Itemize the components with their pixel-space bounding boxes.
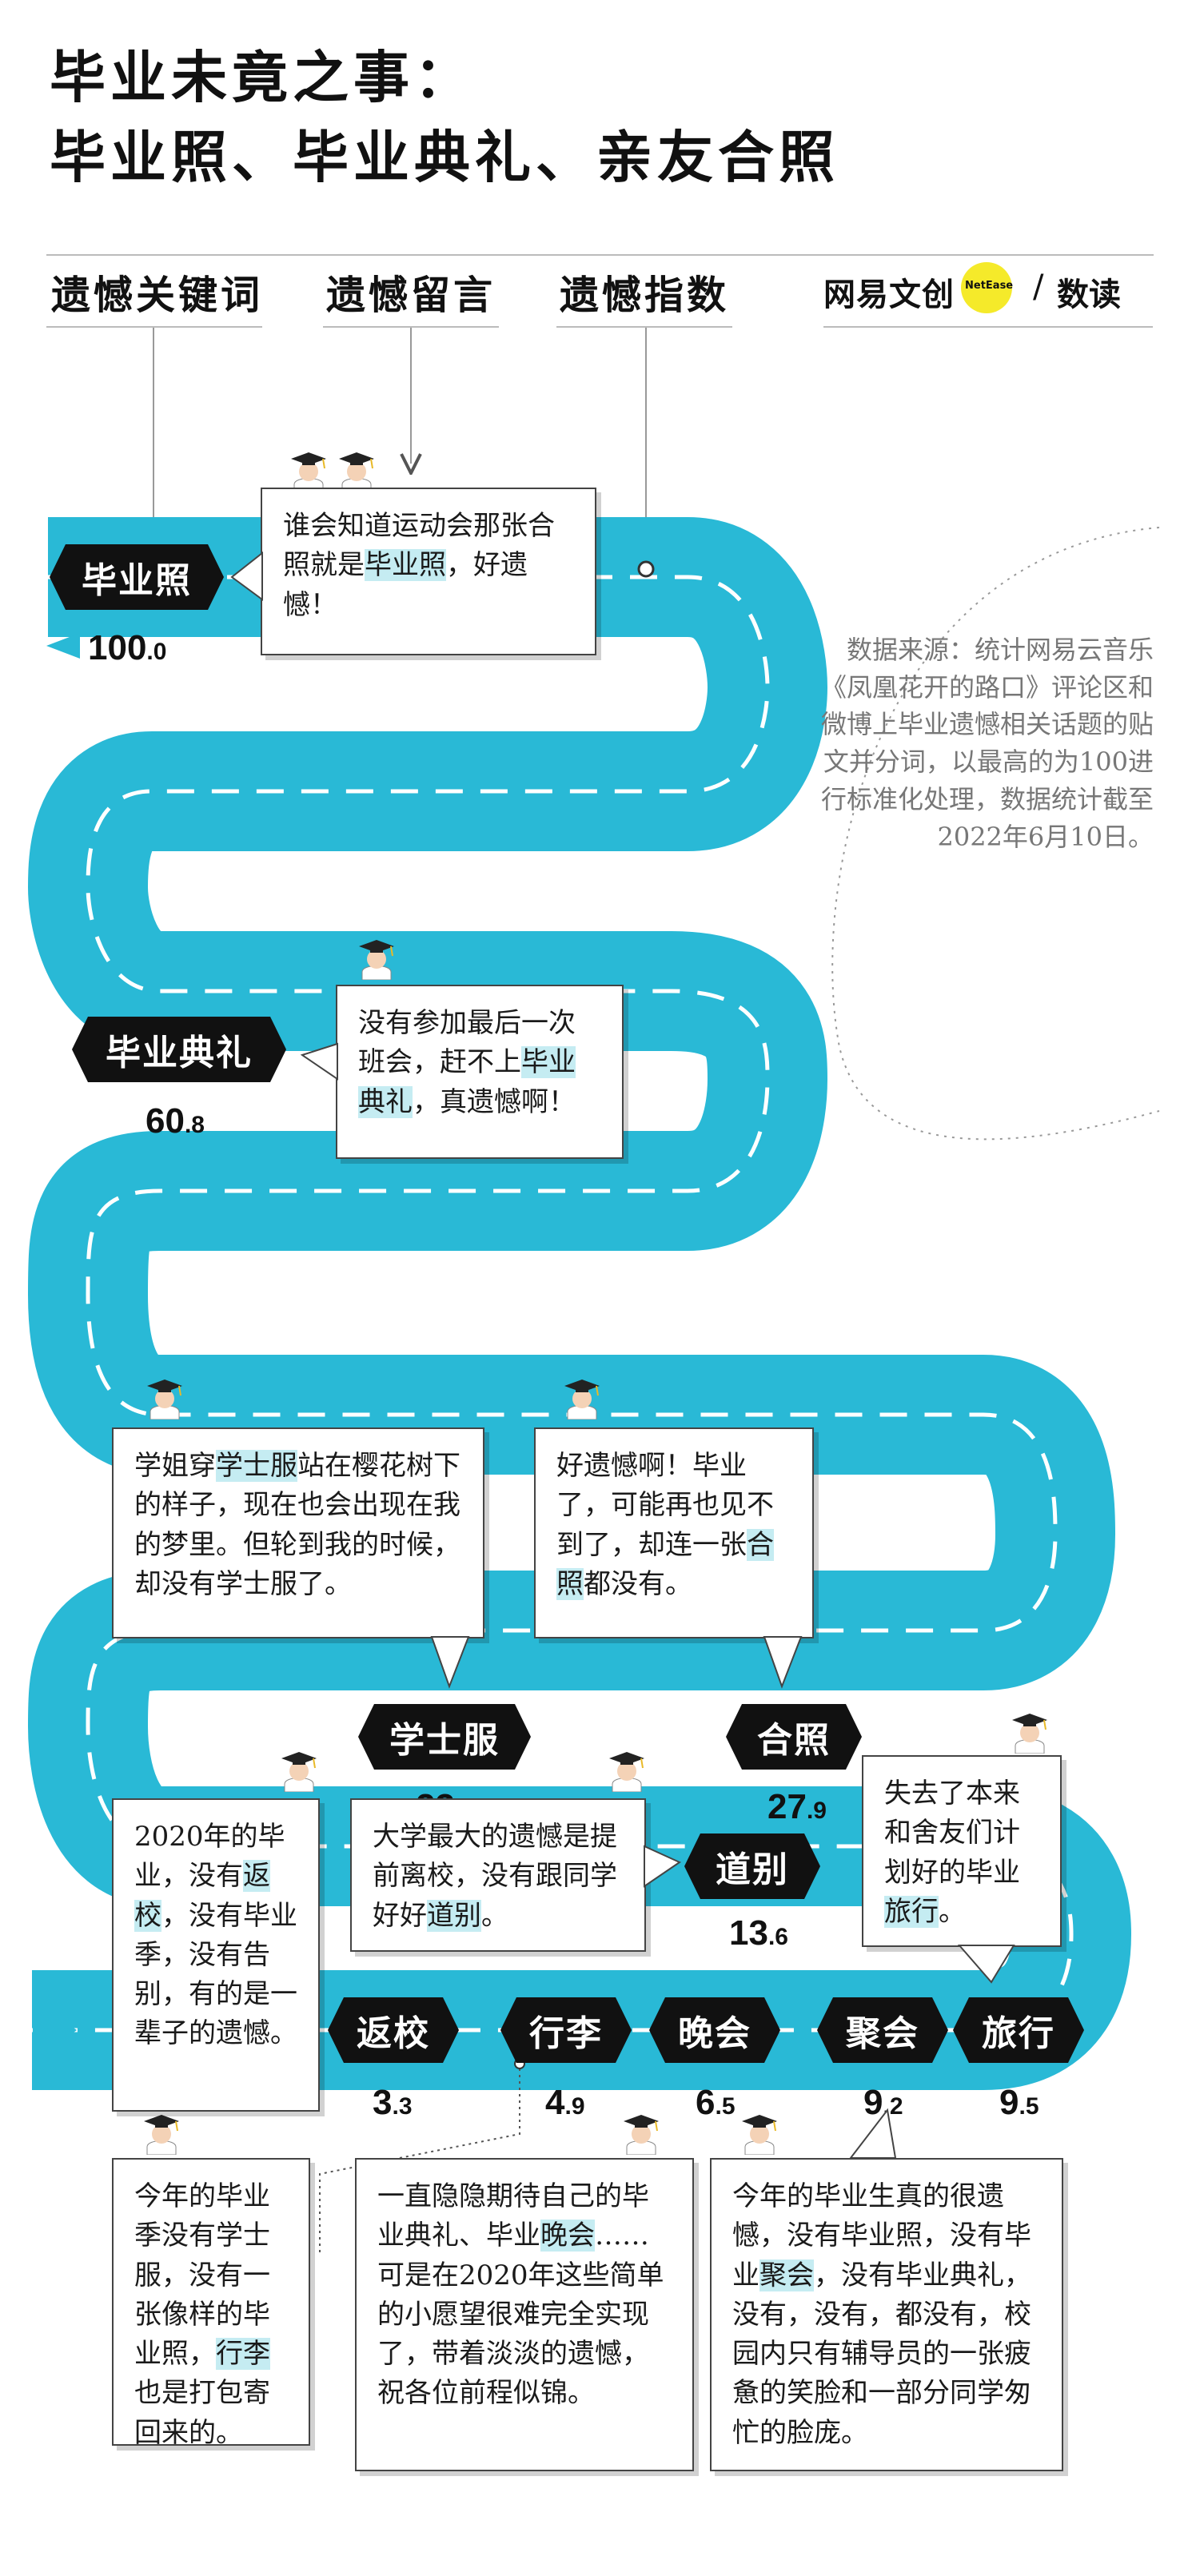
logo-circle [961, 262, 1012, 313]
graduate-avatar-icon [620, 2110, 662, 2156]
value-biyezhao: 100.0 [88, 628, 167, 667]
title-line-1: 毕业未竟之事： [50, 45, 475, 110]
tag-biyedianli: 毕业典礼 [72, 1017, 286, 1082]
tag-wanhui: 晚会 [649, 1997, 780, 2063]
value-hezhao: 27.9 [767, 1787, 827, 1826]
graduate-avatar-icon [606, 1747, 648, 1793]
tag-juhui: 聚会 [817, 1997, 948, 2063]
comment-biyezhao: 谁会知道运动会那张合照就是毕业照，好遗憾！ [261, 488, 596, 655]
value-daobie: 13.6 [729, 1913, 788, 1953]
comment-wanhui: 一直隐隐期待自己的毕业典礼、毕业晚会……可是在2020年这些简单的小愿望很难完全… [355, 2158, 694, 2471]
legend-index: 遗憾指数 [560, 273, 730, 318]
value-juhui: 9.2 [863, 2083, 903, 2122]
legend-rule-1 [46, 326, 262, 328]
connector-xingli [319, 2062, 520, 2254]
graduate-avatar-icon [288, 448, 329, 493]
comment-daobie: 大学最大的遗憾是提前离校，没有跟同学好好道别。 [350, 1798, 646, 1952]
comment-biyedianli: 没有参加最后一次班会，赶不上毕业典礼，真遗憾啊！ [336, 985, 624, 1159]
value-lvxing: 9.5 [999, 2083, 1039, 2122]
comment-hezhao: 好遗憾啊！毕业了，可能再也见不到了，却连一张合照都没有。 [534, 1427, 814, 1638]
comment-lvxing: 失去了本来和舍友们计划好的毕业旅行。 [862, 1755, 1062, 1947]
tag-xueshifu: 学士服 [358, 1704, 531, 1770]
tag-daobie: 道别 [684, 1833, 820, 1899]
graduate-avatar-icon [739, 2110, 780, 2156]
tag-hezhao: 合照 [726, 1704, 862, 1770]
data-source-note: 数据来源：统计网易云音乐《凤凰花开的路口》评论区和微博上毕业遗憾相关话题的贴文并… [820, 635, 1154, 852]
value-xingli: 4.9 [545, 2083, 585, 2122]
value-fanxiao: 3.3 [373, 2083, 413, 2122]
legend-message: 遗憾留言 [326, 273, 496, 318]
legend-rule-3 [556, 326, 732, 328]
index-dot [637, 560, 655, 578]
tag-lvxing: 旅行 [953, 1997, 1084, 2063]
logo-circle-text: NetEase [965, 280, 1014, 292]
graduate-avatar-icon [561, 1375, 603, 1420]
graduate-avatar-icon [141, 2110, 182, 2156]
value-biyedianli: 60.8 [146, 1101, 205, 1141]
graduate-avatar-icon [356, 935, 397, 981]
graduate-avatar-icon [1009, 1709, 1050, 1754]
start-marker [46, 633, 80, 659]
comment-juhui: 今年的毕业生真的很遗憾，没有毕业照，没有毕业聚会，没有毕业典礼，没有，没有，都没… [710, 2158, 1063, 2471]
legend-rule-2 [323, 326, 499, 328]
tag-biyezhao: 毕业照 [50, 544, 224, 610]
tag-xingli: 行李 [500, 1997, 632, 2063]
logo-sub: 数读 [1057, 277, 1121, 313]
comment-xingli: 今年的毕业季没有学士服，没有一张像样的毕业照，行李也是打包寄回来的。 [112, 2158, 310, 2449]
legend-keyword: 遗憾关键词 [51, 273, 264, 318]
logo-text: 网易文创 [823, 277, 955, 313]
legend-rule-4 [823, 326, 1153, 328]
title-line-2: 毕业照、毕业典礼、亲友合照 [50, 125, 839, 190]
legend-top-rule [46, 254, 1154, 256]
tag-fanxiao: 返校 [328, 1997, 459, 2063]
graduate-avatar-icon [336, 448, 377, 493]
graduate-avatar-icon [144, 1375, 185, 1420]
netease-logo: 网易文创 NetEase / 数读 [823, 257, 1153, 321]
comment-xueshifu: 学姐穿学士服站在樱花树下的样子，现在也会出现在我的梦里。但轮到我的时候，却没有学… [112, 1427, 484, 1638]
graduate-avatar-icon [278, 1747, 320, 1793]
comment-fanxiao: 2020年的毕业，没有返校，没有毕业季，没有告别，有的是一辈子的遗憾。 [112, 1798, 320, 2112]
end-marker [46, 2021, 77, 2040]
logo-slash: / [1033, 269, 1044, 305]
value-wanhui: 6.5 [696, 2083, 736, 2122]
